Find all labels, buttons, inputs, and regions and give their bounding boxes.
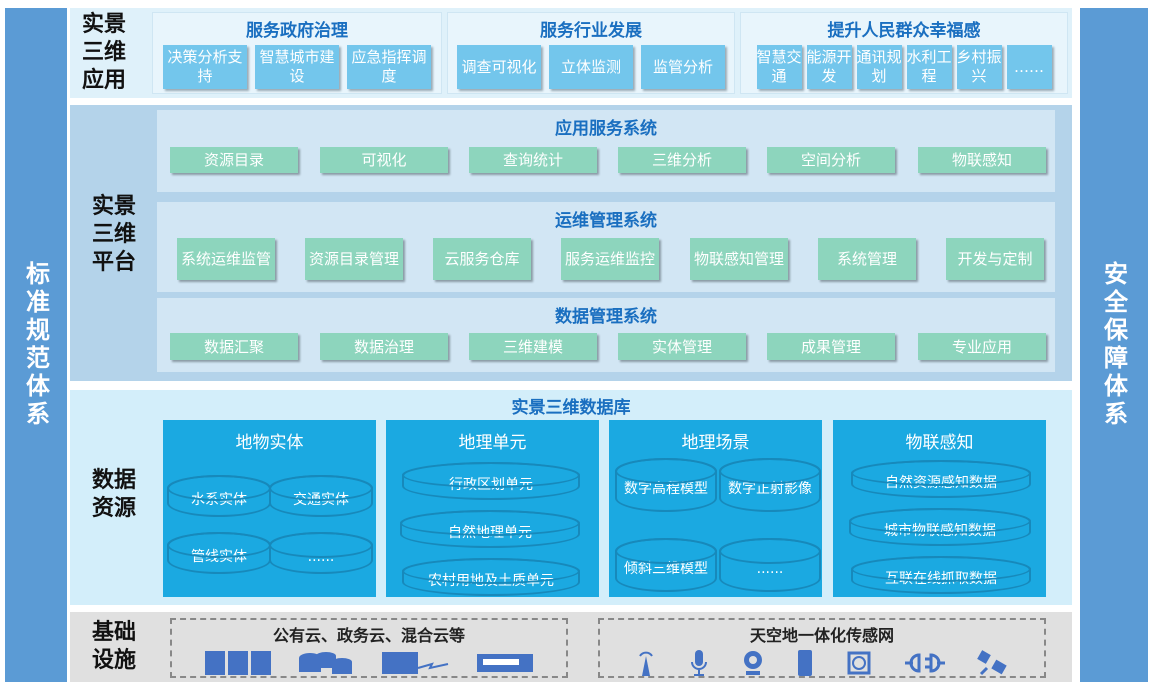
database-box-title: 地理单元 xyxy=(458,433,527,453)
database-box-title: 物联感知 xyxy=(905,433,974,453)
platform-module-button[interactable]: 开发与定制 xyxy=(946,238,1044,280)
app-button[interactable]: 立体监测 xyxy=(549,45,633,89)
database-title: 实景三维数据库 xyxy=(511,398,631,418)
app-button[interactable]: 能源开发 xyxy=(806,45,852,89)
chip-icon xyxy=(847,651,871,675)
database-box-title: 地物实体 xyxy=(235,433,304,453)
data-mgmt-system: 数据管理系统 xyxy=(157,298,1055,372)
database-box: 地物实体水系实体交通实体管线实体...... xyxy=(163,420,376,597)
database-icon xyxy=(299,652,353,674)
antenna-icon xyxy=(639,651,654,676)
sensing-title: 天空地一体化传感网 xyxy=(749,626,894,645)
app-service-system: 应用服务系统 xyxy=(157,110,1055,192)
dataset-cylinder: 管线实体 xyxy=(167,532,271,574)
security-pillar: 安全保障体系 xyxy=(1080,8,1148,682)
platform-module-button[interactable]: 成果管理 xyxy=(767,333,895,360)
platform-module-button[interactable]: 三维分析 xyxy=(618,147,746,173)
platform-module-button[interactable]: 云服务仓库 xyxy=(433,238,531,280)
platform-module-button[interactable]: 实体管理 xyxy=(618,333,746,360)
system-title: 数据管理系统 xyxy=(555,307,657,327)
platform-module-button[interactable]: 系统运维监管 xyxy=(177,238,275,280)
plug-icon xyxy=(904,653,945,673)
firewall-icon xyxy=(381,652,448,674)
dataset-cylinder: ...... xyxy=(719,538,821,592)
app-button[interactable]: 决策分析支持 xyxy=(163,45,247,89)
app-button[interactable]: 监管分析 xyxy=(641,45,725,89)
dataset-cylinder: 自然地理单元 xyxy=(400,510,580,548)
app-button[interactable]: 应急指挥调度 xyxy=(347,45,431,89)
group-title: 服务行业发展 xyxy=(540,21,642,41)
database-box: 地理场景数字高程模型数字正射影像倾斜三维模型...... xyxy=(609,420,822,597)
standards-pillar: 标准规范体系 xyxy=(5,8,67,682)
server-rack-icon xyxy=(204,651,271,675)
platform-label: 实景三维平台 xyxy=(91,194,136,275)
platform-module-button[interactable]: 数据汇聚 xyxy=(170,333,298,360)
app-button[interactable]: …… xyxy=(1006,45,1052,89)
microphone-icon xyxy=(691,650,708,676)
app-button[interactable]: 乡村振兴 xyxy=(956,45,1002,89)
dataset-cylinder: 自然资源感知数据 xyxy=(851,460,1031,498)
phone-icon xyxy=(797,650,812,676)
dataset-cylinder: 城市物联感知数据 xyxy=(849,508,1031,546)
group-government: 服务政府治理 决策分析支持 智慧城市建设 应急指挥调度 xyxy=(152,12,442,94)
platform-module-button[interactable]: 可视化 xyxy=(320,147,448,173)
system-title: 运维管理系统 xyxy=(555,211,657,231)
dataset-cylinder: 数字高程模型 xyxy=(615,458,717,512)
database-box-title: 地理场景 xyxy=(681,433,750,453)
dataset-cylinder: ...... xyxy=(269,532,373,574)
group-title: 提升人民群众幸福感 xyxy=(827,21,981,41)
app-button[interactable]: 调查可视化 xyxy=(457,45,541,89)
app-button[interactable]: 智慧城市建设 xyxy=(255,45,339,89)
satellite-icon xyxy=(977,650,1008,676)
group-industry: 服务行业发展 调查可视化 立体监测 监管分析 xyxy=(447,12,735,94)
platform-module-button[interactable]: 物联感知管理 xyxy=(690,238,788,280)
infrastructure-label: 基础设施 xyxy=(91,620,136,673)
database-box: 地理单元行政区划单元自然地理单元农村用地及土质单元 xyxy=(386,420,599,597)
platform-module-button[interactable]: 空间分析 xyxy=(767,147,895,173)
sensing-group: 天空地一体化传感网 xyxy=(598,618,1046,678)
dataset-cylinder: 农村用地及土质单元 xyxy=(402,558,580,596)
platform-module-button[interactable]: 专业应用 xyxy=(918,333,1046,360)
platform-module-button[interactable]: 资源目录管理 xyxy=(305,238,403,280)
platform-module-button[interactable]: 服务运维监控 xyxy=(561,238,659,280)
group-people: 提升人民群众幸福感 智慧交通 能源开发 通讯规划 水利工程 乡村振兴 …… xyxy=(740,12,1068,94)
switch-icon xyxy=(477,654,534,672)
platform-module-button[interactable]: 资源目录 xyxy=(170,147,298,173)
database-box: 物联感知自然资源感知数据城市物联感知数据互联在线抓取数据 xyxy=(833,420,1046,597)
dataset-cylinder: 数字正射影像 xyxy=(719,458,821,512)
group-title: 服务政府治理 xyxy=(246,21,348,41)
application-label: 实景三维应用 xyxy=(81,12,126,93)
app-button[interactable]: 智慧交通 xyxy=(756,45,802,89)
cloud-group: 公有云、政务云、混合云等 xyxy=(170,618,568,678)
platform-module-button[interactable]: 系统管理 xyxy=(818,238,916,280)
platform-module-button[interactable]: 数据治理 xyxy=(320,333,448,360)
cloud-title: 公有云、政务云、混合云等 xyxy=(272,626,465,645)
dataset-cylinder: 交通实体 xyxy=(269,475,373,517)
dataset-cylinder: 互联在线抓取数据 xyxy=(851,556,1031,594)
application-layer: 实景三维应用 服务政府治理 决策分析支持 智慧城市建设 应急指挥调度 服务行业发… xyxy=(70,8,1072,98)
platform-module-button[interactable]: 三维建模 xyxy=(469,333,597,360)
app-button[interactable]: 水利工程 xyxy=(906,45,952,89)
platform-module-button[interactable]: 物联感知 xyxy=(918,147,1046,173)
dataset-cylinder: 水系实体 xyxy=(167,475,271,517)
dataset-cylinder: 倾斜三维模型 xyxy=(615,538,717,592)
app-button[interactable]: 通讯规划 xyxy=(856,45,902,89)
data-label: 数据资源 xyxy=(91,468,136,521)
dataset-cylinder: 行政区划单元 xyxy=(402,462,580,500)
webcam-icon xyxy=(744,651,763,675)
platform-module-button[interactable]: 查询统计 xyxy=(469,147,597,173)
system-title: 应用服务系统 xyxy=(555,119,657,139)
